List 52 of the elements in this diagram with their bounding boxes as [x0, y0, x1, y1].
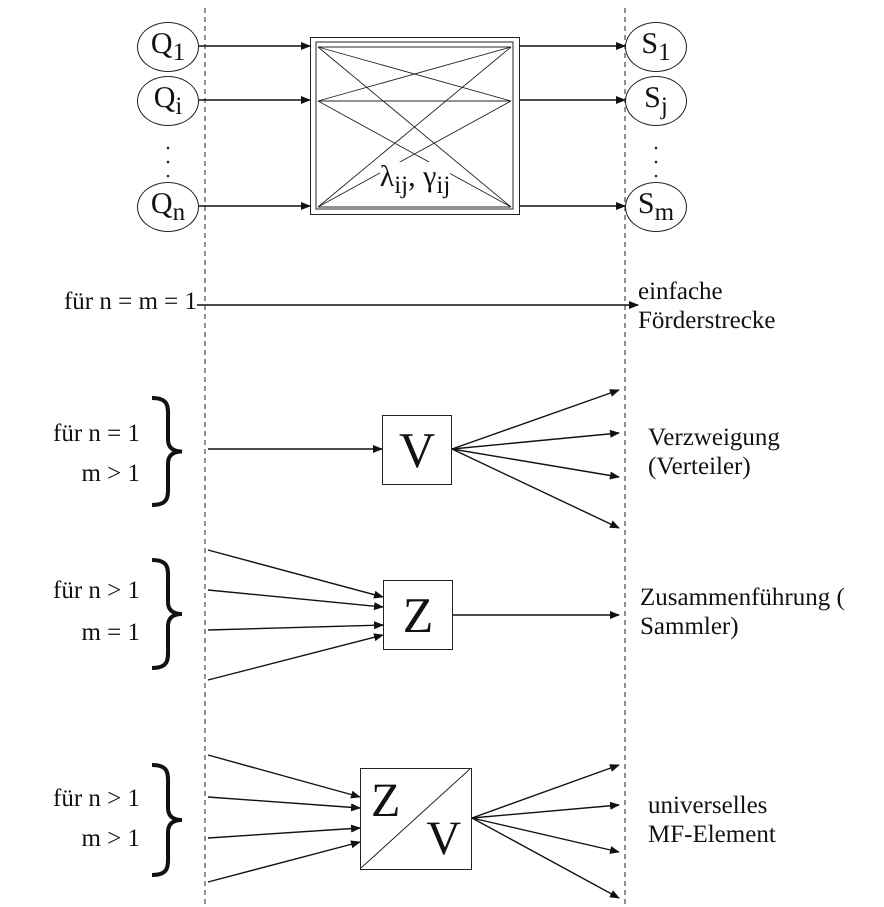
arrow [208, 840, 361, 883]
element-letter: V [398, 425, 436, 475]
arrow [208, 754, 361, 798]
annotation-text: für n > 1 [53, 785, 140, 814]
arrow [208, 824, 361, 839]
arrow [208, 549, 384, 599]
annotation-text: m > 1 [81, 825, 140, 854]
formula-text: λ$_{ij}$, γ$_{ij}$ [380, 162, 450, 198]
element-box [382, 415, 452, 485]
symbol-text: S$_{j}$ [644, 83, 668, 119]
element-box [383, 580, 453, 650]
annotation-text: Zusammenführung ( Sammler) [640, 584, 846, 642]
arrow [472, 817, 620, 854]
element-letter: V [426, 815, 461, 863]
annotation-text: m > 1 [81, 460, 140, 489]
symbol-text: Q$_{i}$ [154, 83, 182, 119]
annotation-text: einfache Förderstrecke [638, 278, 848, 342]
annotation-text: für n = 1 [53, 420, 140, 449]
annotation-text: m = 1 [81, 619, 140, 648]
arrow [198, 202, 311, 210]
symbol-text: S$_{1}$ [641, 29, 671, 65]
arrow [472, 802, 620, 819]
arrow [208, 621, 384, 631]
symbol-text: Q$_{1}$ [150, 29, 186, 65]
annotation-text: für n > 1 [53, 577, 140, 606]
element-letter: Z [402, 590, 434, 640]
annotation-text: universelles MF-Element [648, 792, 777, 850]
annotation-text: für n = m = 1 [15, 288, 197, 322]
sink-circle [625, 22, 687, 72]
arrow [208, 589, 384, 610]
arrow [452, 389, 620, 450]
arrow [208, 796, 361, 812]
arrow [452, 448, 620, 480]
arrow [197, 301, 639, 309]
arrow [208, 633, 384, 681]
arrow [520, 202, 626, 210]
arrow [198, 96, 311, 104]
arrow [198, 42, 311, 50]
arrow [208, 445, 383, 453]
symbol-text: S$_{m}$ [638, 189, 674, 225]
annotation-text: Verzweigung (Verteiler) [648, 424, 781, 482]
symbol-text: Q$_{n}$ [150, 189, 186, 225]
arrow [453, 611, 620, 619]
sink-circle [625, 182, 687, 232]
arrow [472, 817, 620, 899]
sink-circle [625, 76, 687, 126]
arrow [472, 764, 620, 819]
arrow [452, 448, 620, 529]
arrow [520, 42, 626, 50]
arrow [452, 430, 620, 450]
element-letter: Z [371, 777, 400, 825]
arrow [520, 96, 626, 104]
